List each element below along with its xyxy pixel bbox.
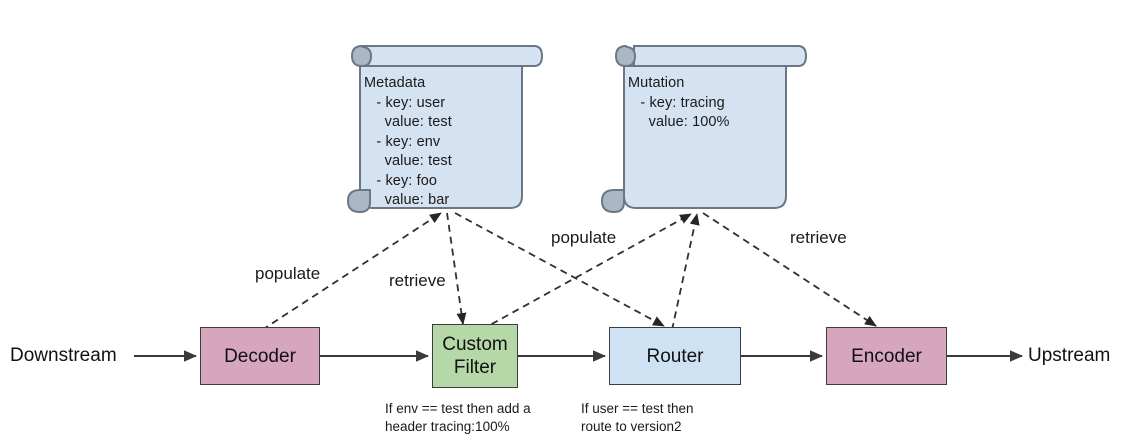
mutation-scroll-curl-bottom xyxy=(600,189,625,214)
node-decoder[interactable]: Decoder xyxy=(200,327,320,385)
mutation-scroll[interactable]: Mutation - key: tracing value: 100% xyxy=(600,38,810,214)
mutation-scroll-text: Mutation - key: tracing value: 100% xyxy=(628,75,730,130)
node-custom-filter-label: Custom Filter xyxy=(442,334,508,378)
node-router-label: Router xyxy=(646,345,704,367)
edge-populate-router-mutation xyxy=(671,213,700,331)
node-custom-filter[interactable]: Custom Filter xyxy=(432,324,518,388)
mutation-scroll-curl-top xyxy=(614,44,637,68)
node-router[interactable]: Router xyxy=(609,327,741,385)
edge-label-retrieve-metadata-customfilter: retrieve xyxy=(389,271,446,290)
metadata-scroll-curl-top xyxy=(350,44,373,68)
mutation-scroll-body xyxy=(623,45,808,209)
caption-custom-filter: If env == test then add a header tracing… xyxy=(385,401,531,434)
edge-label-retrieve-mutation-encoder: retrieve xyxy=(790,228,847,247)
node-decoder-label: Decoder xyxy=(224,345,296,367)
downstream-label: Downstream xyxy=(10,345,117,366)
metadata-scroll-text: Metadata - key: user value: test - key: … xyxy=(364,75,452,208)
edge-label-populate-router-mutation: populate xyxy=(551,228,617,247)
node-encoder[interactable]: Encoder xyxy=(826,327,947,385)
metadata-scroll-curl-bottom xyxy=(346,189,371,214)
node-encoder-label: Encoder xyxy=(851,345,922,367)
caption-router: If user == test then route to version2 xyxy=(581,401,694,434)
upstream-label: Upstream xyxy=(1028,345,1111,366)
edge-label-populate-decoder-metadata: populate xyxy=(255,264,321,283)
edge-retrieve-metadata-customfilter xyxy=(446,212,467,325)
metadata-scroll[interactable]: Metadata - key: user value: test - key: … xyxy=(346,38,546,214)
